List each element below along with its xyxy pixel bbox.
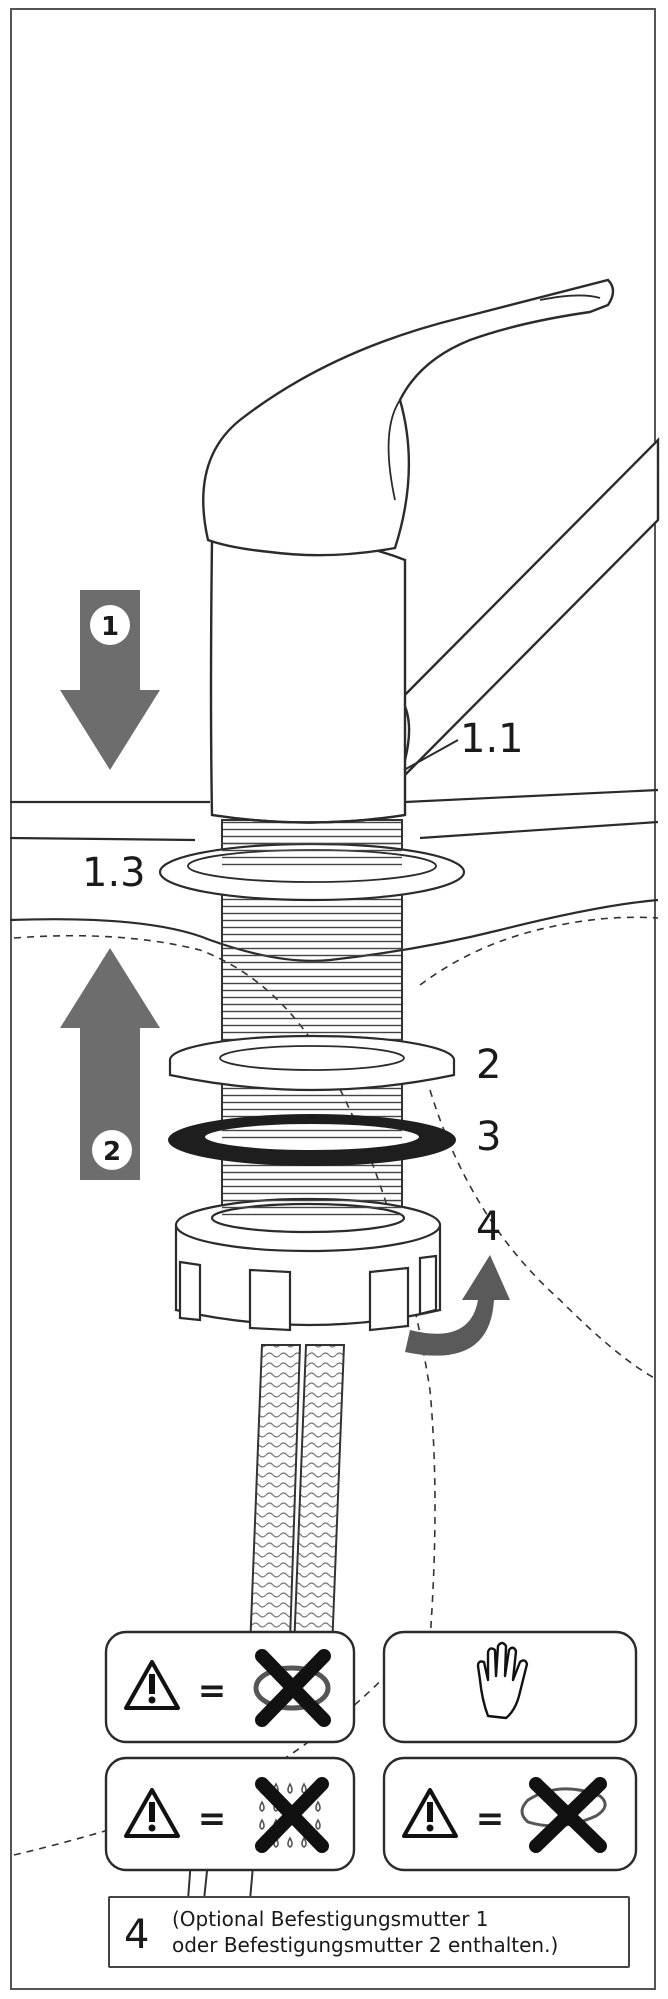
warning-triangle-icon (402, 1788, 458, 1838)
note-box: 4 (Optional Befestigungsmutter 1 oder Be… (108, 1896, 630, 1968)
note-line-1: (Optional Befestigungsmutter 1 (172, 1907, 489, 1931)
step-2-number: 2 (103, 1137, 121, 1167)
warning-triangle-icon (124, 1788, 180, 1838)
note-number: 4 (124, 1912, 150, 1958)
washer-1-3 (158, 840, 466, 902)
washer-2 (168, 1034, 456, 1092)
equals-sign: = (198, 1799, 227, 1839)
note-line-2: oder Befestigungsmutter 2 enthalten.) (172, 1933, 559, 1957)
note-text: (Optional Befestigungsmutter 1 oder Befe… (172, 1906, 558, 1958)
rotate-arrow (405, 1255, 510, 1356)
equals-sign: = (198, 1671, 227, 1711)
warning-panel-hand (382, 1630, 638, 1744)
warning-panel-no-water: = (104, 1756, 356, 1872)
faucet (202, 278, 660, 824)
diagram-frame (10, 8, 656, 1990)
label-4: 4 (476, 1204, 501, 1250)
warning-panel-no-rotate: = (104, 1630, 356, 1744)
label-1-1: 1.1 (460, 716, 524, 762)
hoses (187, 1344, 346, 1901)
label-3: 3 (476, 1114, 501, 1160)
label-1-3: 1.3 (82, 850, 146, 896)
crossed-out-water-drops-icon (255, 1777, 329, 1853)
washer-3 (168, 1114, 456, 1166)
warning-triangle-icon (124, 1660, 180, 1710)
hand-icon (476, 1641, 529, 1720)
warning-panel-no-twist: = (382, 1756, 638, 1872)
nut-4 (174, 1197, 442, 1332)
step-1-arrow: 1 (60, 590, 160, 770)
crossed-out-rotate-icon (253, 1649, 331, 1727)
crossed-out-twist-hose-icon (520, 1777, 607, 1853)
step-2-arrow: 2 (60, 948, 160, 1180)
equals-sign: = (476, 1799, 505, 1839)
leader-1-1 (403, 739, 459, 771)
label-2: 2 (476, 1042, 501, 1088)
step-1-number: 1 (101, 612, 119, 642)
